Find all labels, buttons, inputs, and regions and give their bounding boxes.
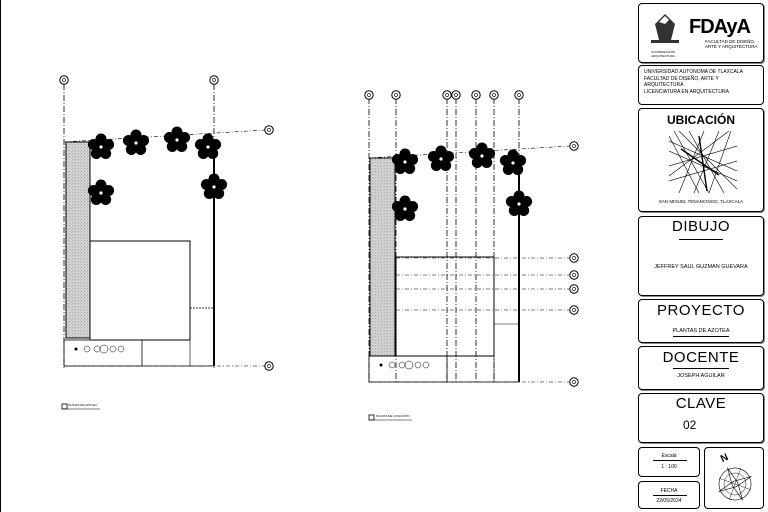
ubicacion-box: UBICACIÓN SAN MIGUEL TENANCINGO, TLAXCAL… <box>638 108 764 212</box>
escala-value: 1 : 100 <box>661 464 677 470</box>
tree-symbol <box>87 133 115 159</box>
tree-symbol <box>200 173 228 199</box>
clave-box: CLAVE 02 <box>638 393 764 443</box>
axis-bubble <box>569 305 579 315</box>
compass-rose-icon <box>718 467 752 501</box>
tree-symbol <box>468 142 496 168</box>
axis-bubble <box>489 90 499 100</box>
institution-line: ARQUITECTURA <box>644 82 684 88</box>
axis-bubble <box>442 90 452 100</box>
left-plan <box>59 75 274 410</box>
ubicacion-caption: SAN MIGUEL TENANCINGO, TLAXCALA <box>658 199 744 204</box>
tree-symbol <box>194 133 222 159</box>
escala-box: Escala 1 : 100 <box>638 447 700 477</box>
north-arrow-box: N <box>704 447 764 509</box>
docente-name: JOSEPH AGUILAR <box>677 373 725 379</box>
bottom-plants <box>379 360 430 370</box>
axis-bubble <box>264 361 274 371</box>
tree-symbol <box>391 148 419 174</box>
tree-symbol <box>163 126 191 152</box>
right-plan-label: PLANTA DE CONJUNTO <box>376 414 410 418</box>
institution-line: FACULTAD DE DISEÑO, ARTE Y <box>644 75 719 82</box>
emblem-icon <box>651 14 679 43</box>
axis-bubble <box>569 284 579 294</box>
axis-bubble <box>569 270 579 280</box>
bottom-plants <box>74 344 125 354</box>
tree-symbol <box>499 149 527 175</box>
logo-subtitle: FACULTAD DE DISEÑO, ARTE Y ARQUITECTURA <box>705 39 758 49</box>
fecha-label: FECHA <box>660 488 678 494</box>
institution-line: UNIVERSIDAD AUTONOMA DE TLAXCALA <box>644 69 744 75</box>
axis-bubble <box>471 90 481 100</box>
location-map <box>669 131 737 193</box>
axis-bubble <box>364 90 374 100</box>
axis-bubble <box>391 90 401 100</box>
axis-bubble <box>569 377 579 387</box>
axis-bubble <box>209 75 219 85</box>
dibujo-name: JEFFREY SAUL GUZMAN GUEVARA <box>654 264 748 270</box>
tree-symbol <box>427 145 455 171</box>
right-plan <box>364 90 579 421</box>
axis-bubble <box>514 90 524 100</box>
tree-symbol <box>87 179 115 205</box>
dibujo-box: DIBUJO JEFFREY SAUL GUZMAN GUEVARA <box>638 216 764 296</box>
brand-logo-text: FDAyA <box>689 16 751 38</box>
ubicacion-title: UBICACIÓN <box>667 113 735 127</box>
docente-box: DOCENTE JOSEPH AGUILAR <box>638 346 764 390</box>
clave-value: 02 <box>683 418 697 432</box>
left-plan-label: PLANTA DE AZOTEA <box>68 403 97 407</box>
proyecto-name: PLANTAS DE AZOTEA <box>672 328 730 334</box>
axis-bubble <box>59 75 69 85</box>
axis-bubble <box>569 253 579 263</box>
proyecto-title: PROYECTO <box>657 302 745 319</box>
axis-bubble <box>569 141 579 151</box>
axis-bubble <box>264 125 274 135</box>
institution-box: UNIVERSIDAD AUTONOMA DE TLAXCALA FACULTA… <box>638 65 764 105</box>
clave-title: CLAVE <box>675 395 727 412</box>
dibujo-title: DIBUJO <box>671 218 730 235</box>
fecha-value: 22/05/2024 <box>656 498 682 504</box>
tree-symbol <box>505 190 533 216</box>
proyecto-box: PROYECTO PLANTAS DE AZOTEA <box>638 299 764 343</box>
logo-box: COORDINACIÓN ARQUITECTURA FDAyA FACULTAD… <box>638 3 764 63</box>
axis-bubble <box>451 90 461 100</box>
institution-line: LICENCIATURA EN ARQUITECTURA <box>644 88 729 95</box>
emblem-caption: COORDINACIÓN ARQUITECTURA <box>651 50 675 58</box>
fecha-box: FECHA 22/05/2024 <box>638 481 700 509</box>
escala-label: Escala <box>661 453 677 459</box>
docente-title: DOCENTE <box>662 349 740 366</box>
tree-symbol <box>122 129 150 155</box>
